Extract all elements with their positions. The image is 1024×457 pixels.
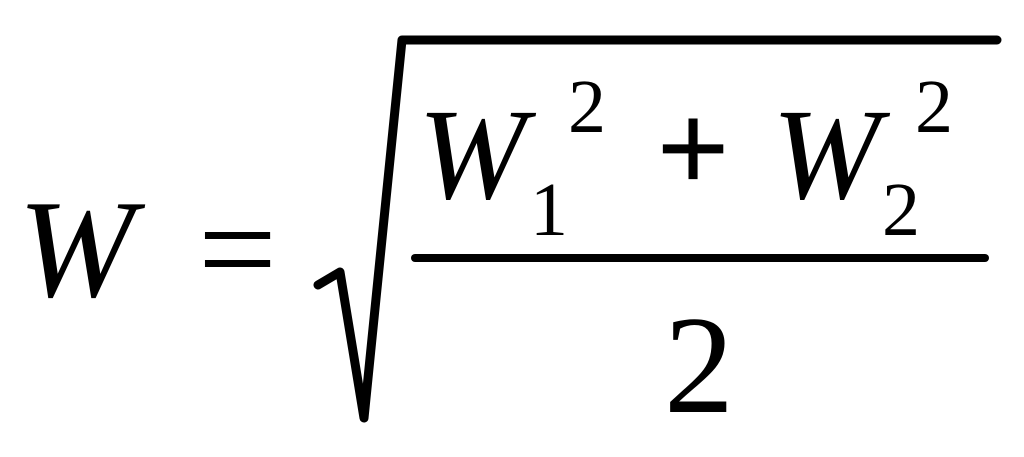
numerator-term1-superscript: 2 xyxy=(568,65,606,149)
numerator-term1-base: W xyxy=(418,83,537,227)
numerator-term1-subscript: 1 xyxy=(530,168,568,252)
denominator: 2 xyxy=(664,288,734,443)
numerator-term2-subscript: 2 xyxy=(882,168,920,252)
numerator-term2-base: W xyxy=(772,83,891,227)
lhs-variable: W xyxy=(18,172,146,327)
numerator-term2-superscript: 2 xyxy=(915,65,953,149)
equals-sign: = xyxy=(198,172,277,327)
plus-sign: + xyxy=(656,77,730,221)
radical-sign xyxy=(313,35,1002,423)
